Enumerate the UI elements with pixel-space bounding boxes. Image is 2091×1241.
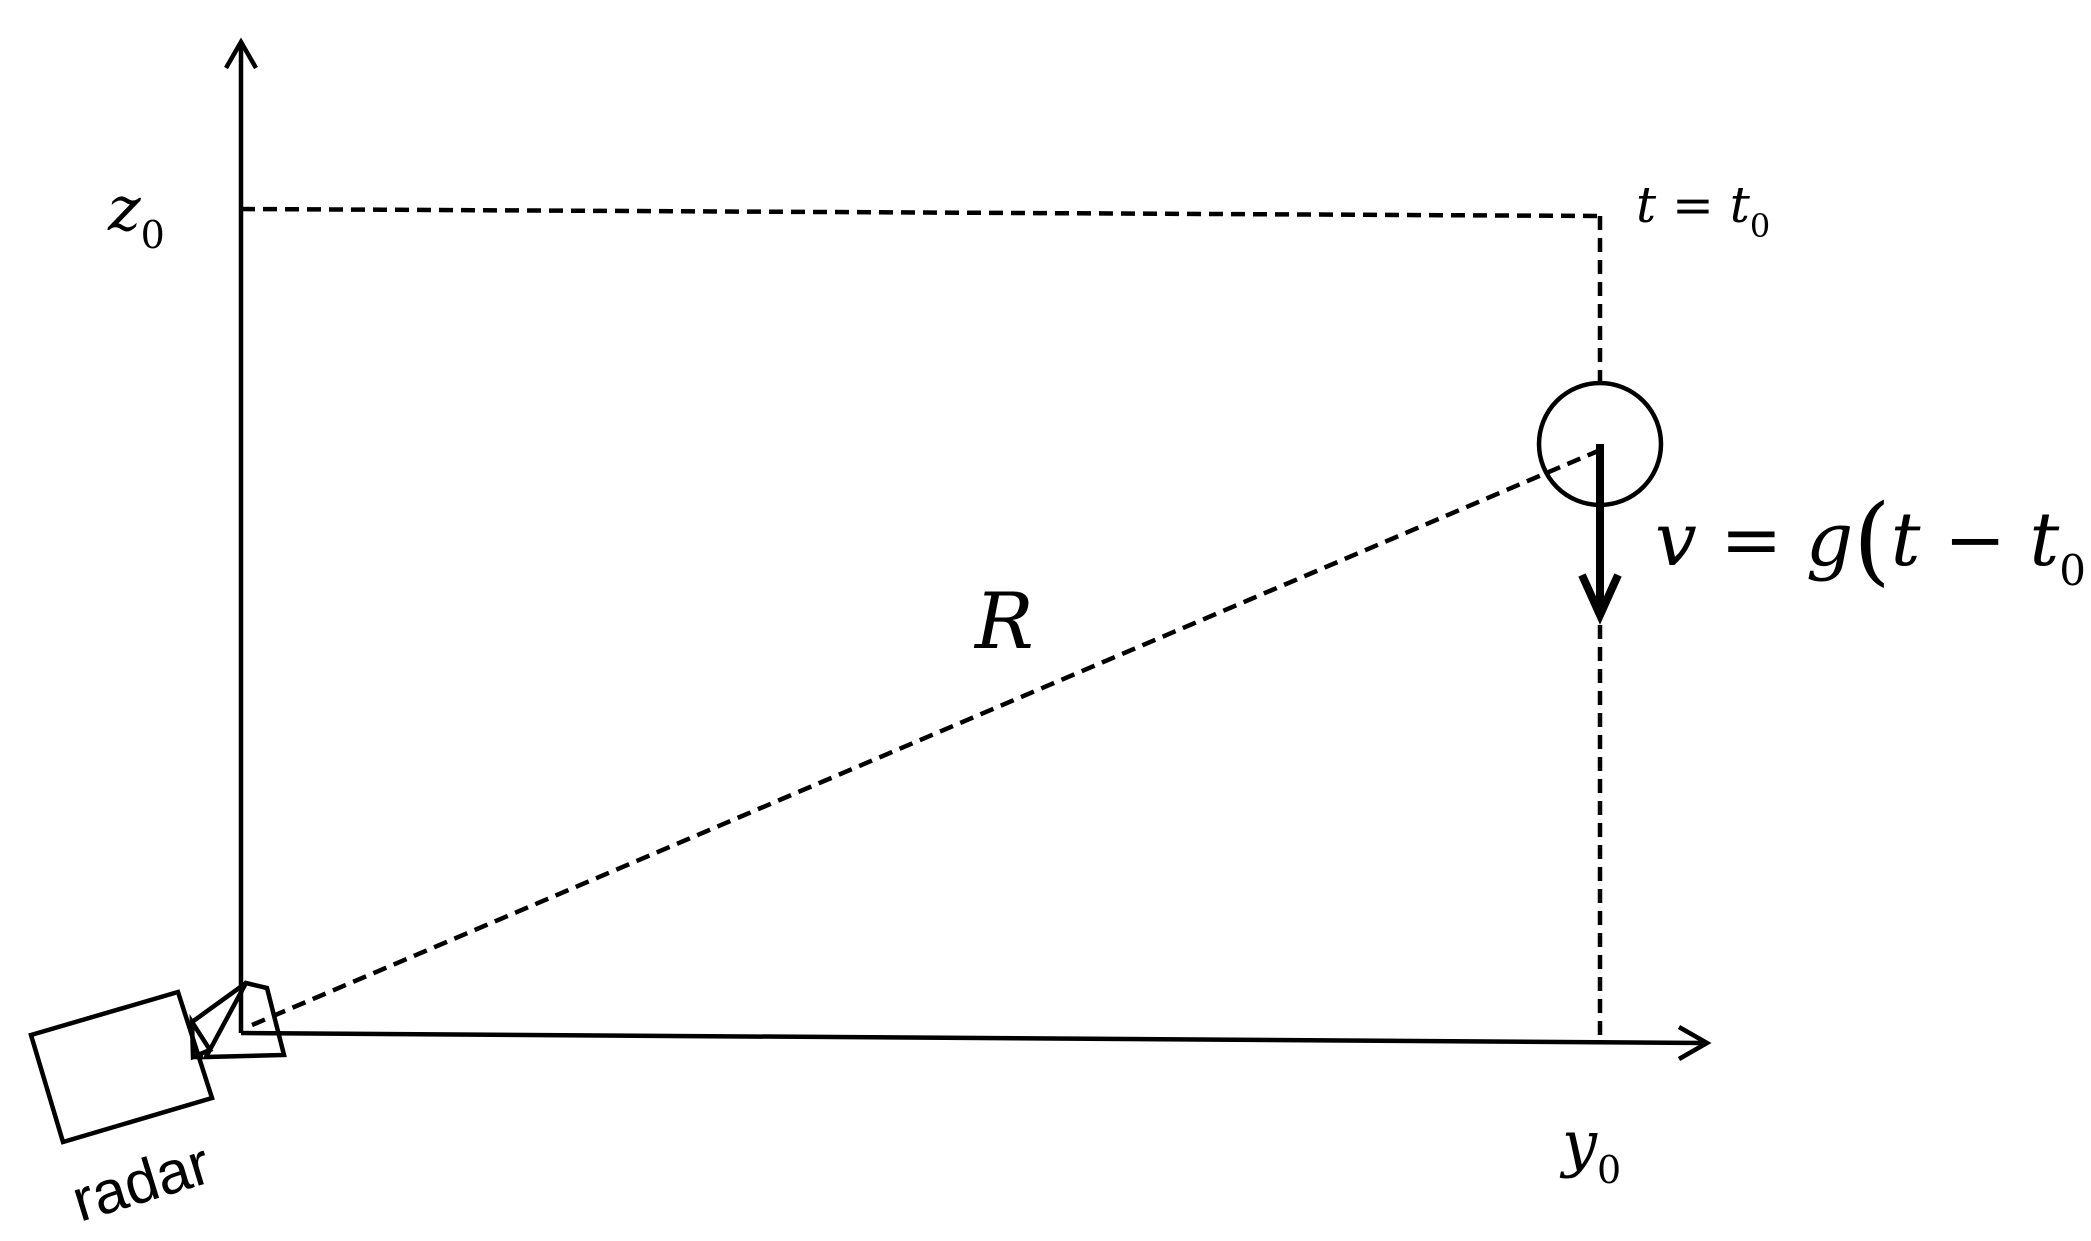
velocity-arrowhead — [1578, 573, 1622, 625]
y-axis-line — [240, 1030, 1706, 1046]
radar-label: radar — [64, 1129, 218, 1234]
time-label: t = t0 — [1636, 176, 1770, 245]
z0-dashed-line — [240, 206, 1601, 219]
y-axis-arrowhead — [1677, 1025, 1712, 1061]
z0-label: z0 — [107, 172, 165, 257]
z-axis-arrowhead — [224, 37, 258, 70]
range-label: R — [973, 577, 1034, 667]
range-dashed-line — [251, 448, 1599, 1028]
radar-icon — [28, 980, 287, 1145]
velocity-label: v = g(t − t0) — [1655, 484, 2091, 596]
y0-label: y0 — [1559, 1107, 1621, 1192]
